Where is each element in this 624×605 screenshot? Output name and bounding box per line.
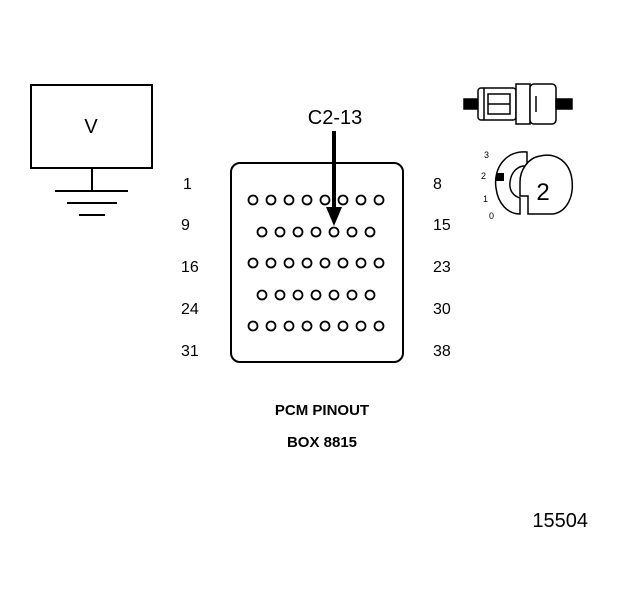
pin-6 — [337, 194, 349, 206]
pin-31 — [247, 320, 259, 332]
pin-2 — [265, 194, 277, 206]
pin-18 — [283, 257, 295, 269]
caption-box: BOX 8815 — [287, 434, 357, 451]
pin-11 — [292, 226, 304, 238]
pin-5 — [319, 194, 331, 206]
pin-10 — [274, 226, 286, 238]
pin-label-38: 38 — [433, 343, 451, 360]
probe-arrow — [326, 131, 342, 226]
pin-34 — [301, 320, 313, 332]
pin-33 — [283, 320, 295, 332]
right-pin-labels: 8 15 23 30 38 — [433, 176, 451, 360]
pin-row-1 — [247, 194, 385, 206]
pin-12 — [310, 226, 322, 238]
ground-icon — [55, 168, 128, 216]
pin-21 — [337, 257, 349, 269]
pin-8 — [373, 194, 385, 206]
switch-pos-0: 0 — [489, 211, 494, 221]
pin-row-2 — [256, 226, 376, 238]
pin-35 — [319, 320, 331, 332]
pin-label-15: 15 — [433, 217, 451, 234]
pin-9 — [256, 226, 268, 238]
pin-19 — [301, 257, 313, 269]
pin-27 — [310, 289, 322, 301]
pin-13 — [328, 226, 340, 238]
switch-pos-2: 2 — [481, 171, 486, 181]
pin-16 — [247, 257, 259, 269]
voltmeter-label: V — [84, 116, 98, 138]
switch-selected-label: 2 — [536, 179, 549, 206]
pin-30 — [364, 289, 376, 301]
connector-plug-icon — [463, 83, 573, 125]
pin-label-23: 23 — [433, 259, 451, 276]
pin-20 — [319, 257, 331, 269]
pin-23 — [373, 257, 385, 269]
pin-26 — [292, 289, 304, 301]
pin-15 — [364, 226, 376, 238]
probe-label: C2-13 — [308, 107, 362, 129]
pin-22 — [355, 257, 367, 269]
pcm-connector — [230, 162, 404, 363]
pin-38 — [373, 320, 385, 332]
pin-label-1: 1 — [183, 176, 192, 193]
pin-label-16: 16 — [181, 259, 199, 276]
pin-label-9: 9 — [181, 217, 190, 234]
pin-3 — [283, 194, 295, 206]
pin-7 — [355, 194, 367, 206]
left-pin-labels: 1 9 16 24 31 — [181, 176, 199, 360]
pin-label-31: 31 — [181, 343, 199, 360]
pin-label-30: 30 — [433, 301, 451, 318]
pin-1 — [247, 194, 259, 206]
pin-label-24: 24 — [181, 301, 199, 318]
pin-row-5 — [247, 320, 385, 332]
pin-label-8: 8 — [433, 176, 442, 193]
rotary-switch-icon: 3 2 1 0 2 — [481, 150, 574, 221]
switch-pos-1: 1 — [483, 194, 488, 204]
pin-32 — [265, 320, 277, 332]
pin-25 — [274, 289, 286, 301]
pin-24 — [256, 289, 268, 301]
pin-36 — [337, 320, 349, 332]
figure-number: 15504 — [532, 510, 588, 532]
connector-pins — [247, 194, 385, 332]
caption-title: PCM PINOUT — [275, 402, 369, 419]
pin-29 — [346, 289, 358, 301]
voltmeter: V — [30, 84, 153, 169]
pin-37 — [355, 320, 367, 332]
pin-row-3 — [247, 257, 385, 269]
pin-17 — [265, 257, 277, 269]
pin-28 — [328, 289, 340, 301]
pin-row-4 — [256, 289, 376, 301]
switch-pos-3: 3 — [484, 150, 489, 160]
pin-4 — [301, 194, 313, 206]
pin-14 — [346, 226, 358, 238]
